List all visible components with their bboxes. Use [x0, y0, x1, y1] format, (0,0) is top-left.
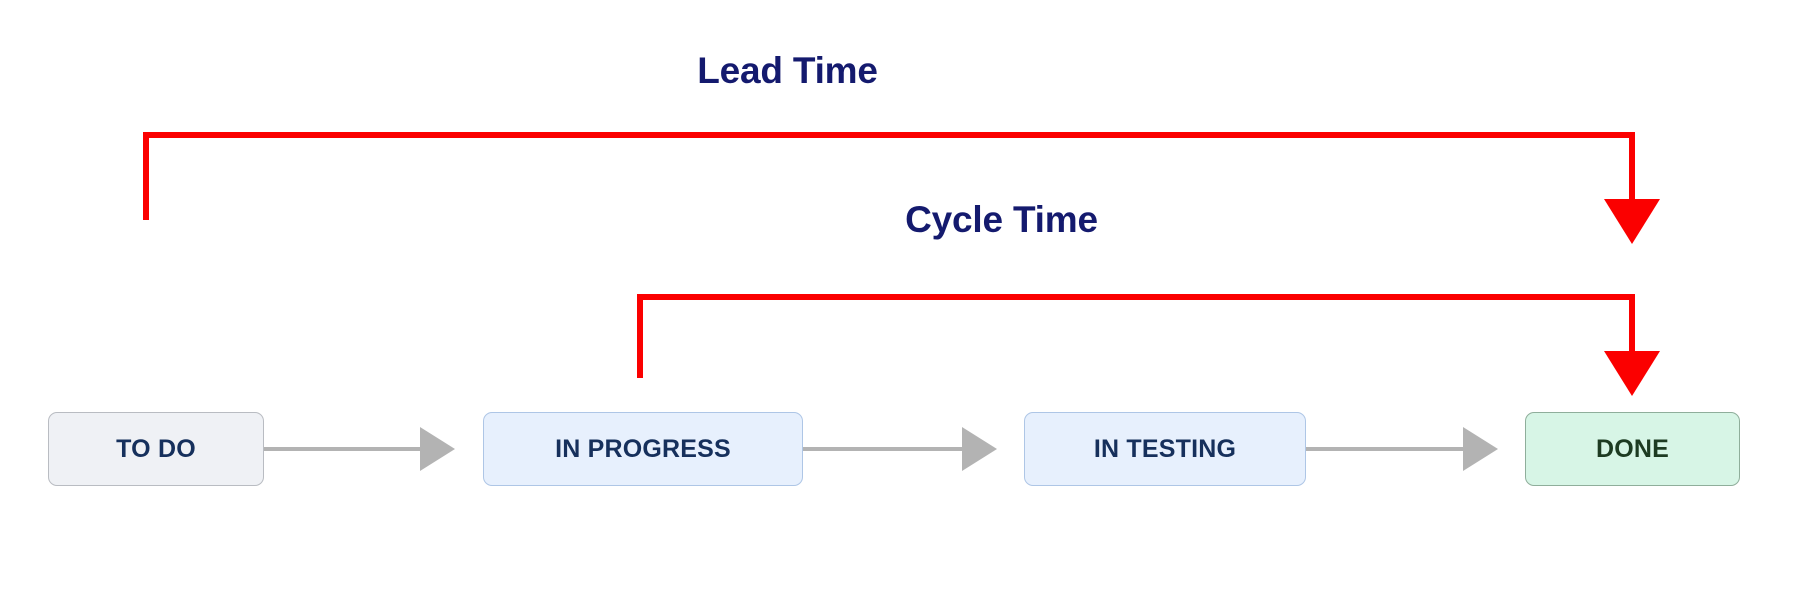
- lead-time-label: Lead Time: [697, 50, 878, 91]
- stage-label-in-progress: IN PROGRESS: [555, 434, 731, 463]
- stage-label-todo: TO DO: [116, 434, 196, 463]
- stage-label-done: DONE: [1595, 434, 1670, 463]
- stage-box-in-progress[interactable]: IN PROGRESS: [483, 412, 803, 486]
- cycle-time-bracket: [637, 294, 1660, 396]
- cycle-time-bracket-path: [637, 294, 1635, 378]
- stage-label-in-testing: IN TESTING: [1093, 434, 1237, 463]
- cycle-time-arrowhead-icon: [1604, 351, 1660, 396]
- workflow-stage-row: TO DO IN PROGRESS IN TESTING DONE: [0, 412, 1799, 488]
- stage-box-in-testing[interactable]: IN TESTING: [1024, 412, 1306, 486]
- cycle-time-label: Cycle Time: [905, 199, 1098, 240]
- stage-box-todo[interactable]: TO DO: [48, 412, 264, 486]
- stage-box-done[interactable]: DONE: [1525, 412, 1740, 486]
